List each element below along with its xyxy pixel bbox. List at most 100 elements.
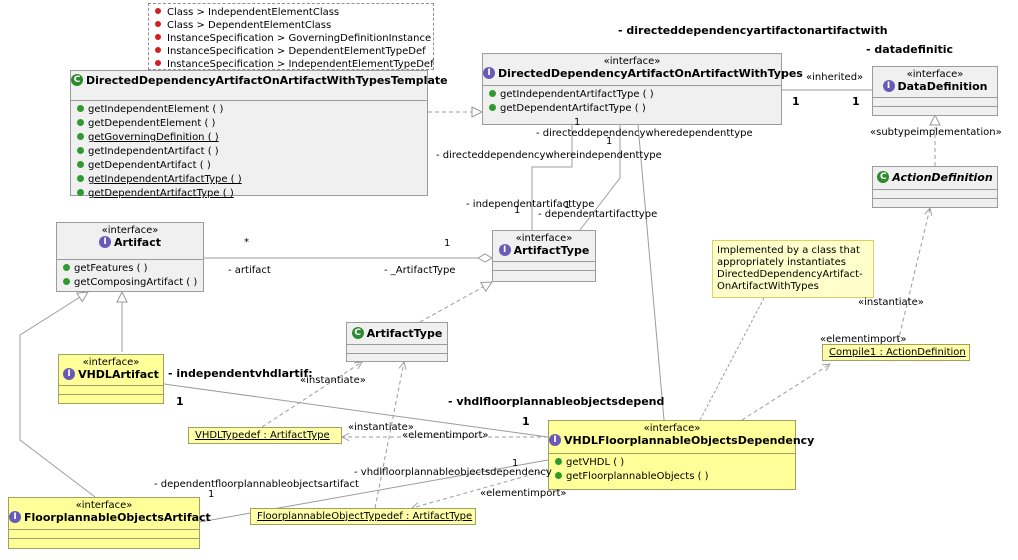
multiplicity-label: 1: [564, 200, 571, 211]
multiplicity-label: 1: [574, 117, 581, 128]
interface-icon: I: [498, 244, 511, 256]
class-icon: C: [351, 327, 364, 339]
template-class-name: DirectedDependencyArtifactOnArtifactWith…: [86, 74, 448, 87]
template-param: Class > DependentElementClass: [155, 19, 427, 32]
operation[interactable]: getDependentArtifactType ( ): [77, 187, 427, 201]
operation[interactable]: getIndependentArtifact ( ): [77, 145, 427, 159]
stereotype-label: «subtypeimplementation»: [870, 127, 1002, 138]
public-operation-icon: [77, 174, 84, 182]
operation[interactable]: getIndependentElement ( ): [77, 103, 427, 117]
data-definition-name: DataDefinition: [897, 80, 988, 93]
multiplicity-label: 1: [208, 489, 215, 500]
stereotype: «interface»: [515, 233, 573, 244]
operation[interactable]: getFeatures ( ): [63, 262, 203, 276]
stereotype-label: «elementimport»: [480, 488, 567, 499]
multiplicity-label: 1: [522, 415, 530, 428]
role-label: - directeddependencyartifactonartifactwi…: [618, 24, 888, 37]
stereotype: «interface»: [603, 56, 661, 67]
template-parameters: Class > IndependentElementClass Class > …: [148, 3, 434, 70]
role-label: - independentvhdlartif:: [168, 367, 313, 380]
vhdl-fpo-dependency-name: VHDLFloorplannableObjectsDependency: [564, 434, 815, 447]
role-label: - vhdlfloorplannableobjectsdepend: [448, 395, 665, 408]
operation[interactable]: getDependentElement ( ): [77, 117, 427, 131]
role-label: - dependentartifacttype: [538, 209, 658, 220]
operation[interactable]: getComposingArtifact ( ): [63, 276, 203, 290]
public-operation-icon: [77, 188, 84, 196]
role-label: - directeddependencywhereindependenttype: [436, 150, 662, 161]
stereotype-label: «elementimport»: [402, 430, 489, 441]
public-operation-icon: [77, 132, 84, 140]
template-param: InstanceSpecification > GoverningDefinit…: [155, 32, 431, 45]
public-operation-icon: [555, 471, 562, 479]
fpo-typedef-instance[interactable]: FloorplannableObjectTypedef : ArtifactTy…: [250, 508, 476, 525]
public-operation-icon: [489, 89, 496, 97]
multiplicity-label: 1: [606, 136, 613, 147]
stereotype: «interface»: [906, 69, 964, 80]
artifact-type-class-name: ArtifactType: [366, 327, 443, 340]
interface-icon: I: [63, 368, 76, 380]
multiplicity-label: 1: [176, 395, 184, 408]
role-label: - dependentfloorplannableobjectsartifact: [154, 479, 359, 490]
stereotype-label: «instantiate»: [300, 375, 366, 386]
artifact-name: Artifact: [114, 236, 161, 249]
role-label: - datadefinitic: [866, 43, 954, 56]
interface-icon: I: [483, 67, 495, 79]
multiplicity-label: *: [244, 237, 249, 248]
interface-icon: I: [549, 434, 561, 446]
multiplicity-label: 1: [444, 238, 451, 249]
vhdl-artifact-name: VHDLArtifact: [78, 368, 159, 381]
public-operation-icon: [555, 457, 562, 465]
stereotype: «interface»: [101, 225, 159, 236]
template-param: Class > IndependentElementClass: [155, 6, 427, 19]
stereotype: «interface»: [75, 500, 133, 511]
operation[interactable]: getVHDL ( ): [555, 456, 795, 470]
public-operation-icon: [489, 103, 496, 111]
operation[interactable]: getDependentArtifact ( ): [77, 159, 427, 173]
public-operation-icon: [77, 104, 84, 112]
role-label: - vhdlfloorplannableobjectsdependency: [354, 467, 552, 478]
template-param: InstanceSpecification > DependentElement…: [155, 45, 427, 58]
action-definition-name: ActionDefinition: [892, 171, 993, 184]
public-operation-icon: [77, 160, 84, 168]
operation[interactable]: getFloorplannableObjects ( ): [555, 470, 795, 484]
vhdl-typedef-instance[interactable]: VHDLTypedef : ArtifactType: [188, 427, 342, 444]
stereotype: «interface»: [82, 357, 140, 368]
operation[interactable]: getDependentArtifactType ( ): [489, 102, 781, 116]
compile1-instance[interactable]: Compile1 : ActionDefinition: [822, 344, 970, 361]
interface-icon: I: [882, 80, 895, 92]
operation[interactable]: getIndependentArtifactType ( ): [77, 173, 427, 187]
class-icon: C: [877, 171, 890, 183]
stereotype-label: «instantiate»: [858, 297, 924, 308]
class-icon: C: [71, 74, 83, 86]
operation[interactable]: getIndependentArtifactType ( ): [489, 88, 781, 102]
artifact-type-interface-name: ArtifactType: [513, 244, 590, 257]
public-operation-icon: [63, 277, 70, 285]
interface-icon: I: [99, 236, 112, 248]
public-operation-icon: [77, 146, 84, 154]
public-operation-icon: [77, 118, 84, 126]
multiplicity-label: 1: [852, 95, 860, 108]
multiplicity-label: 1: [792, 95, 800, 108]
operation[interactable]: getGoverningDefinition ( ): [77, 131, 427, 145]
role-label: - directeddependencywheredependenttype: [536, 128, 753, 139]
role-label: - artifact: [228, 265, 271, 276]
implementation-note: Implemented by a class that appropriatel…: [712, 240, 874, 298]
role-label: - independentartifacttype: [466, 199, 595, 210]
multiplicity-label: 1: [512, 458, 519, 469]
role-label: - _ArtifactType: [384, 265, 456, 276]
interface-icon: I: [9, 511, 21, 523]
template-param: InstanceSpecification > IndependentEleme…: [155, 58, 434, 71]
multiplicity-label: 1: [514, 205, 521, 216]
stereotype-label: «inherited»: [806, 72, 864, 83]
